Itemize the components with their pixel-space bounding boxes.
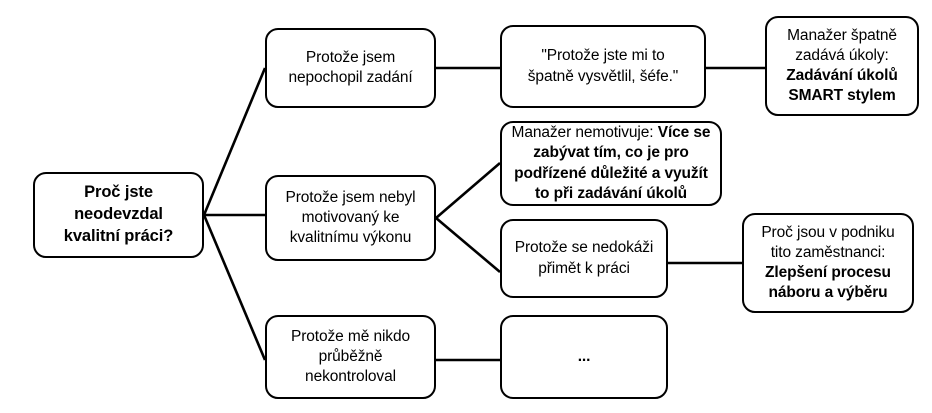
connector-root-to-cause1 — [202, 67, 267, 216]
connector-cause2-to-cause2b — [435, 217, 501, 273]
connector-root-to-cause3 — [202, 214, 267, 361]
connector-cause2-to-solution2 — [435, 162, 501, 219]
node-ellipsis-placeholder-text: ... — [577, 347, 591, 365]
node-ellipsis-placeholder[interactable]: ... — [500, 315, 668, 399]
